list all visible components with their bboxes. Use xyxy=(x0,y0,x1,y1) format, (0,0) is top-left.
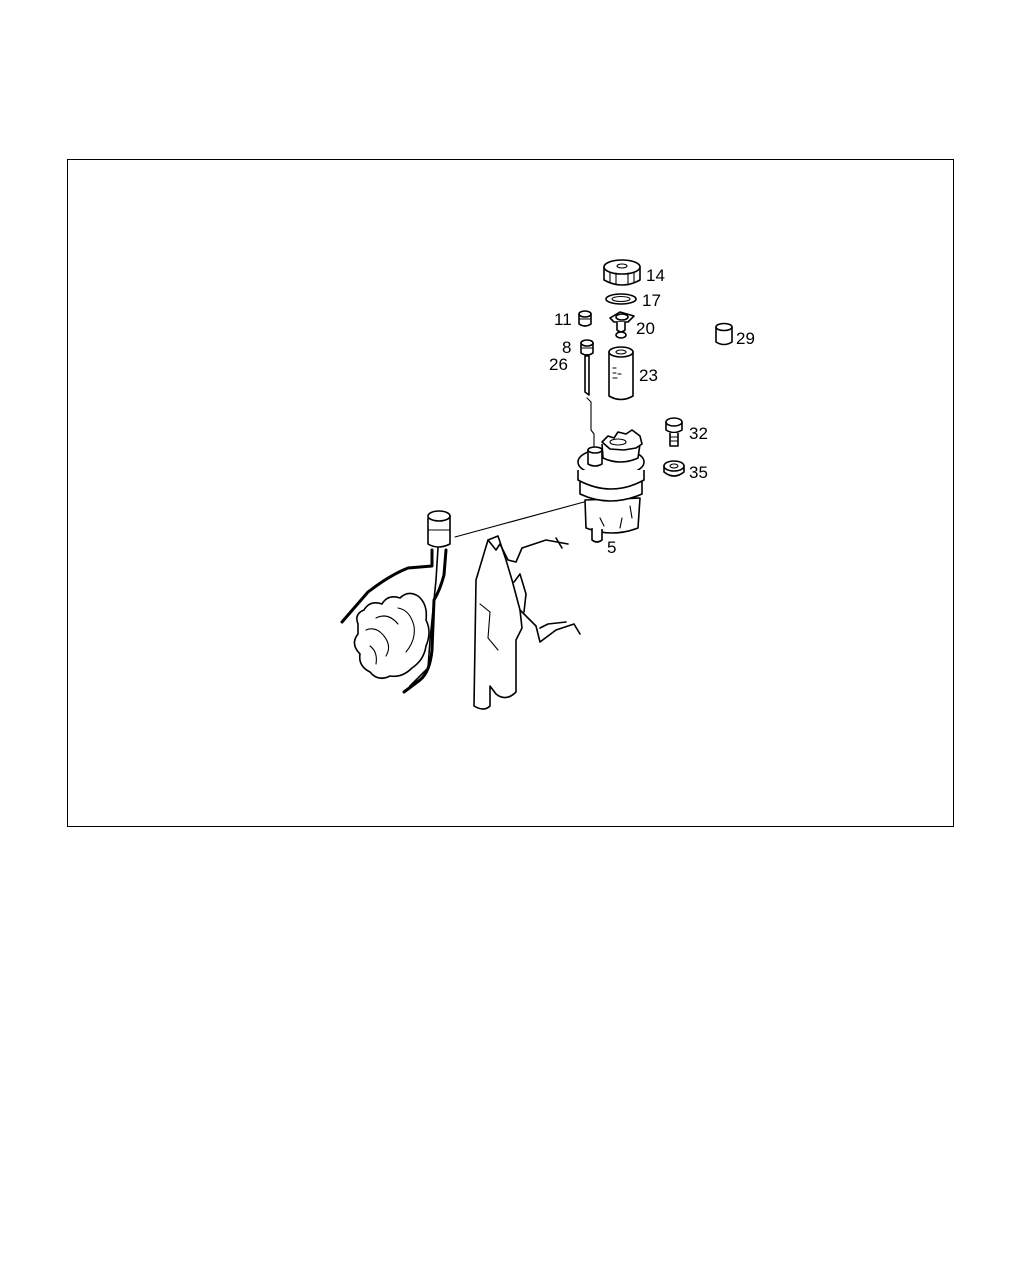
part-5-reservoir xyxy=(577,429,645,543)
part-32-bolt xyxy=(665,417,683,447)
callout-11: 11 xyxy=(554,310,572,329)
diagram-frame xyxy=(67,159,954,827)
callout-14: 14 xyxy=(646,266,665,285)
callout-23: 23 xyxy=(639,366,658,385)
part-35-washer xyxy=(663,460,685,477)
callout-35: 35 xyxy=(689,463,708,482)
part-17-seal-ring xyxy=(605,293,637,305)
part-29-bushing xyxy=(715,322,733,346)
engine-assembly xyxy=(340,510,581,710)
callout-labels: 14 17 11 20 29 8 26 23 32 35 5 xyxy=(549,266,755,557)
callout-29: 29 xyxy=(736,329,755,348)
part-8-sensor xyxy=(580,339,594,356)
callout-8: 8 xyxy=(562,338,571,357)
part-11-plug xyxy=(578,310,592,327)
part-14-cap xyxy=(603,259,641,286)
part-26-rod xyxy=(584,355,595,449)
leader-line xyxy=(454,501,585,538)
callout-20: 20 xyxy=(636,319,655,338)
part-23-filter xyxy=(608,346,634,401)
callout-17: 17 xyxy=(642,291,661,310)
callout-32: 32 xyxy=(689,424,708,443)
part-20-valve xyxy=(609,311,635,339)
callout-5: 5 xyxy=(607,538,616,557)
callout-26: 26 xyxy=(549,355,568,374)
